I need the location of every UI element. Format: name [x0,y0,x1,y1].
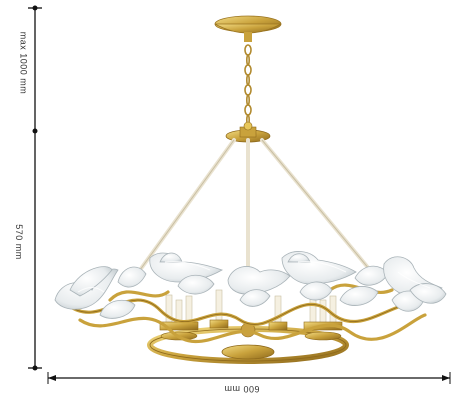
suspension-chain [244,44,252,126]
overall-height-label: max 1000 mm [18,31,29,95]
hanging-hub [225,121,271,143]
height-dimension-line [28,5,42,371]
crystal-birds [54,251,447,319]
width-label: 600 mm [224,384,260,394]
width-dimension-line [47,372,451,384]
body-height-label: 570 mm [13,224,24,260]
ceiling-canopy [214,15,282,42]
base-ring [147,322,349,364]
